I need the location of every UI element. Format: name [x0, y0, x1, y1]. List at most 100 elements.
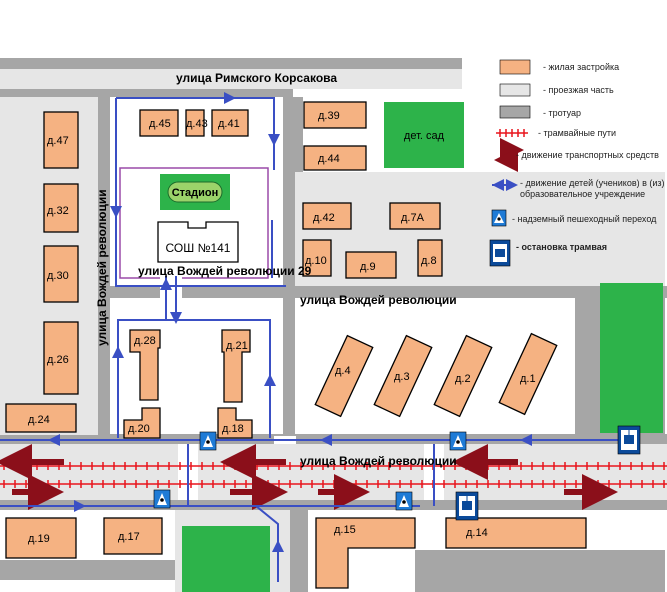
building-d21-label: д.21	[226, 340, 248, 352]
stadium-label: Стадион	[172, 187, 219, 199]
building-d8	[417, 239, 443, 277]
children-route-arrows	[48, 92, 546, 566]
sidewalk-top-inner	[0, 89, 293, 97]
building-d18-label: д.18	[222, 423, 244, 435]
crossing-sign-2	[153, 489, 171, 509]
building-d32-label: д.32	[47, 205, 69, 217]
building-d43-label: д.43	[186, 118, 208, 130]
street-label-rimsky-korsakov: улица Римского Корсакова	[176, 71, 337, 85]
building-d47-label: д.47	[47, 135, 69, 147]
legend-swatch-tram-tracks	[496, 129, 528, 137]
sidewalk-top	[0, 58, 462, 69]
legend-label-roadway: - проезжая часть	[543, 85, 614, 95]
street-label-vozhdey-29: улица Вождей революции 29	[138, 264, 312, 278]
legend-label-children-wrap: - движение детей (учеников) в (из) образ…	[520, 178, 665, 199]
legend: - жилая застройка - проезжая часть - тро…	[489, 59, 665, 267]
building-d39-label: д.39	[318, 110, 340, 122]
legend-label-tram-stop: - остановка трамвая	[516, 242, 607, 252]
building-d41	[211, 109, 249, 137]
building-d30-label: д.30	[47, 270, 69, 282]
building-d9	[345, 251, 397, 279]
building-d20-label: д.20	[128, 423, 150, 435]
legend-label-tram-tracks: - трамвайные пути	[538, 128, 616, 138]
building-d3-label: д.3	[394, 371, 410, 383]
building-d30	[43, 245, 79, 303]
legend-label-children: - движение детей (учеников) в (из) образ…	[520, 178, 665, 199]
school-label: СОШ №141	[166, 241, 231, 255]
legend-label-residential: - жилая застройка	[543, 62, 619, 72]
building-d26-label: д.26	[47, 354, 69, 366]
route-block-right	[176, 319, 271, 438]
building-d41-label: д.41	[218, 118, 240, 130]
building-d10	[302, 239, 332, 277]
legend-swatch-crossing	[491, 209, 507, 227]
building-d2-label: д.2	[455, 373, 471, 385]
road-rimsky-korsakov	[0, 69, 462, 89]
kindergarten-area	[384, 102, 464, 168]
traffic-arrows	[0, 444, 618, 510]
crossing-sign-1	[199, 431, 217, 451]
legend-label-crossing: - надземный пешеходный переход	[512, 214, 657, 224]
street-label-vozhdey-vertical: улица Вождей революции	[95, 189, 109, 346]
sidewalk-right-top	[293, 97, 303, 172]
building-d15-label: д.15	[334, 524, 356, 536]
building-d18	[217, 407, 253, 439]
building-d9-label: д.9	[360, 261, 376, 273]
building-d17-label: д.17	[118, 531, 140, 543]
building-d19	[5, 517, 77, 559]
building-d24-label: д.24	[28, 414, 50, 426]
legend-label-traffic: - движение транспортных средств	[516, 150, 659, 160]
legend-swatch-traffic	[494, 138, 524, 172]
school-building	[157, 221, 239, 263]
crosswalk-school	[160, 276, 182, 300]
building-d14-label: д.14	[466, 527, 488, 539]
building-d7a	[389, 202, 441, 230]
tram-stop-sign-east	[617, 425, 641, 455]
tram-tracks	[0, 462, 667, 488]
building-d45	[139, 109, 179, 137]
building-d26	[43, 321, 79, 395]
building-d39	[303, 101, 367, 129]
building-d32	[43, 183, 79, 233]
sidewalk-bottom-2	[290, 510, 308, 592]
building-d28-label: д.28	[134, 335, 156, 347]
sidewalk-mid	[110, 286, 667, 298]
route-school-perimeter	[115, 98, 286, 287]
legend-swatch-roadway	[499, 83, 531, 97]
legend-swatch-tram-stop	[489, 239, 511, 267]
building-d3	[373, 334, 433, 418]
legend-label-sidewalk: - тротуар	[543, 108, 581, 118]
building-d8-label: д.8	[421, 255, 437, 267]
sidewalk-right-block	[283, 97, 295, 437]
route-north	[116, 97, 275, 170]
building-d4	[314, 334, 374, 418]
building-d1-label: д.1	[520, 373, 536, 385]
crossing-sign-3	[449, 431, 467, 451]
street-label-vozhdey-top: улица Вождей революции	[300, 293, 457, 307]
building-d1	[498, 332, 558, 416]
building-d43	[185, 109, 205, 137]
building-d42-label: д.42	[313, 212, 335, 224]
pedestrian-crossing-signs	[153, 431, 467, 511]
building-d44	[303, 145, 367, 171]
building-d4-label: д.4	[335, 365, 351, 377]
street-label-vozhdey-main: улица Вождей революции	[300, 454, 457, 468]
legend-swatch-residential	[499, 59, 531, 75]
building-d2	[433, 334, 493, 418]
building-d7a-label: д.7А	[401, 212, 425, 224]
building-d19-label: д.19	[28, 533, 50, 545]
building-d44-label: д.44	[318, 153, 340, 165]
park-east	[600, 283, 663, 433]
building-d15	[315, 517, 416, 589]
building-d24	[5, 403, 77, 433]
building-d28	[129, 329, 161, 401]
park-south	[182, 526, 270, 592]
crossing-sign-4	[395, 491, 413, 511]
route-block-left	[117, 319, 176, 438]
stadium-oval	[167, 181, 223, 203]
sidewalk-bottom-1	[0, 560, 175, 580]
building-d45-label: д.45	[149, 118, 171, 130]
sidewalk-left-vert	[98, 90, 110, 435]
